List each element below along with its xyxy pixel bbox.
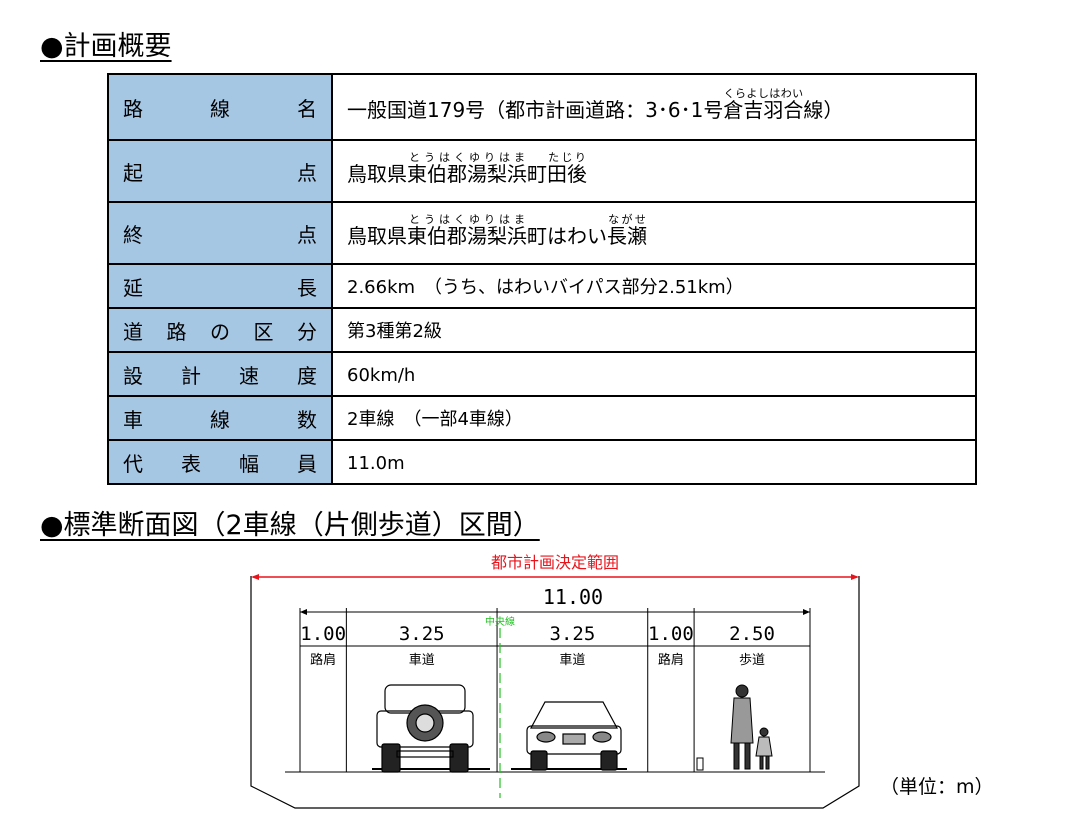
ruby-text: 田後たじり — [547, 150, 587, 186]
ruby-text: 倉吉羽合くらよしはわい — [723, 86, 804, 122]
row-label: 路線名 — [107, 73, 333, 141]
segment-name-label: 路肩 — [658, 652, 684, 668]
row-label: 終点 — [107, 201, 333, 265]
planning-range-arrow-left — [251, 574, 259, 580]
row-label-char: 設 — [123, 363, 143, 388]
value-part: 一般国道179号（都市計画道路：3･6･1号 — [347, 97, 724, 122]
row-label-char: の — [210, 319, 230, 344]
suv-icon — [376, 684, 474, 773]
overview-row: 終点鳥取県東伯郡とうはく湯梨浜ゆりはま町はわい長瀬ながせ — [107, 201, 977, 265]
row-label-char: 車 — [123, 407, 143, 432]
overview-row: 道路の区分第3種第2級 — [107, 307, 977, 353]
row-value: 第3種第2級 — [331, 307, 977, 353]
cross-section-frame — [250, 576, 860, 809]
value-part: 鳥取県 — [347, 223, 407, 248]
row-value: 鳥取県東伯郡とうはく湯梨浜ゆりはま町はわい長瀬ながせ — [331, 201, 977, 265]
row-label-char: 路 — [166, 319, 187, 344]
row-value: 2.66km （うち、はわいバイパス部分2.51km） — [331, 263, 977, 309]
row-label-char: 起 — [123, 160, 143, 185]
value-part: 鳥取県 — [347, 161, 407, 186]
row-label: 起点 — [107, 139, 333, 203]
ruby-text: 東伯郡とうはく — [407, 150, 467, 186]
cross-section-diagram: 都市計画決定範囲 11.00 1.00 路肩 3.25 車道 3.25 車道 1.00 路肩 2… — [250, 553, 860, 809]
row-label: 道路の区分 — [107, 307, 333, 353]
row-value-text: 11.0m — [347, 453, 405, 474]
row-value-text: 2.66km （うち、はわいバイパス部分2.51km） — [347, 277, 744, 298]
total-width-arrow-left — [300, 609, 307, 615]
segment-width-label: 1.00 — [648, 623, 694, 645]
row-label-char: 速 — [239, 363, 259, 388]
planning-range-arrow-right — [851, 574, 859, 580]
curb-icon — [696, 757, 704, 771]
total-width-label: 11.00 — [543, 585, 603, 609]
ruby-text: 湯梨浜ゆりはま — [467, 150, 527, 186]
overview-row: 車 線 数 2車線 （一部4車線） — [107, 395, 977, 441]
overview-row: 起点鳥取県東伯郡とうはく湯梨浜ゆりはま町田後たじり — [107, 139, 977, 203]
row-label-char: 道 — [123, 319, 143, 344]
row-label-char: 長 — [297, 275, 317, 300]
row-label-char: 延 — [123, 275, 143, 300]
ruby-text: 湯梨浜ゆりはま — [467, 212, 527, 248]
segment-name-label: 車道 — [559, 653, 585, 668]
row-label: 延長 — [107, 263, 333, 309]
segment-name-label: 車道 — [409, 653, 435, 668]
overview-row: 路線名一般国道179号（都市計画道路：3･6･1号 倉吉羽合くらよしはわい線） — [107, 73, 977, 141]
row-label-char: 幅 — [239, 451, 259, 476]
value-part: 線） — [803, 97, 844, 122]
total-width-arrow-right — [803, 609, 810, 615]
row-label-char: 線 — [210, 96, 230, 121]
overview-table: 路線名一般国道179号（都市計画道路：3･6･1号 倉吉羽合くらよしはわい線）起… — [107, 73, 977, 485]
row-label-char: 点 — [297, 160, 317, 185]
segment-width-label: 3.25 — [399, 623, 445, 645]
segment-width-label: 3.25 — [550, 623, 596, 645]
row-label-char: 表 — [181, 451, 201, 476]
row-value-text: 2車線 （一部4車線） — [347, 409, 523, 430]
row-label-char: 分 — [297, 319, 317, 344]
overview-heading: ●計画概要 — [40, 31, 172, 62]
row-label: 車線数 — [107, 395, 333, 441]
row-label-char: 数 — [297, 407, 317, 432]
row-label-char: 終 — [123, 222, 143, 247]
row-value: 11.0m — [331, 439, 977, 485]
row-value-text: 60km/h — [347, 365, 416, 386]
row-label-char: 区 — [253, 319, 274, 344]
value-part: 町 — [527, 161, 547, 186]
row-value-text: 第3種第2級 — [347, 321, 442, 342]
overview-row: 代 表 幅 員 11.0m — [107, 439, 977, 485]
row-label-char: 路 — [123, 96, 143, 121]
row-label-char: 線 — [210, 407, 230, 432]
segment-name-label: 路肩 — [310, 652, 336, 668]
unit-note: （単位：m） — [880, 776, 994, 798]
row-label-char: 代 — [123, 451, 143, 476]
segment-width-label: 2.50 — [729, 623, 775, 645]
section-heading: ●標準断面図（2車線（片側歩道）区間） — [40, 510, 540, 541]
row-label-char: 度 — [297, 363, 317, 388]
center-line-label: 中央線 — [485, 615, 515, 628]
row-value: 60km/h — [331, 351, 977, 397]
row-label: 代表幅員 — [107, 439, 333, 485]
row-label-char: 点 — [297, 222, 317, 247]
pedestrian-icon — [730, 684, 773, 770]
overview-row: 設 計 速 度 60km/h — [107, 351, 977, 397]
planning-range-label: 都市計画決定範囲 — [491, 553, 619, 572]
row-label-char: 名 — [297, 96, 317, 121]
row-label: 設計速度 — [107, 351, 333, 397]
row-label-char: 員 — [297, 451, 317, 476]
row-value: 鳥取県東伯郡とうはく湯梨浜ゆりはま町田後たじり — [331, 139, 977, 203]
ruby-text: 長瀬ながせ — [607, 212, 647, 248]
row-label-char: 計 — [181, 363, 201, 388]
segment-name-label: 歩道 — [739, 653, 765, 668]
ruby-text: 東伯郡とうはく — [407, 212, 467, 248]
car-icon — [526, 701, 622, 771]
row-value: 2車線 （一部4車線） — [331, 395, 977, 441]
row-value: 一般国道179号（都市計画道路：3･6･1号 倉吉羽合くらよしはわい線） — [331, 73, 977, 141]
value-part: 町はわい — [527, 223, 607, 248]
segment-width-label: 1.00 — [300, 623, 346, 645]
